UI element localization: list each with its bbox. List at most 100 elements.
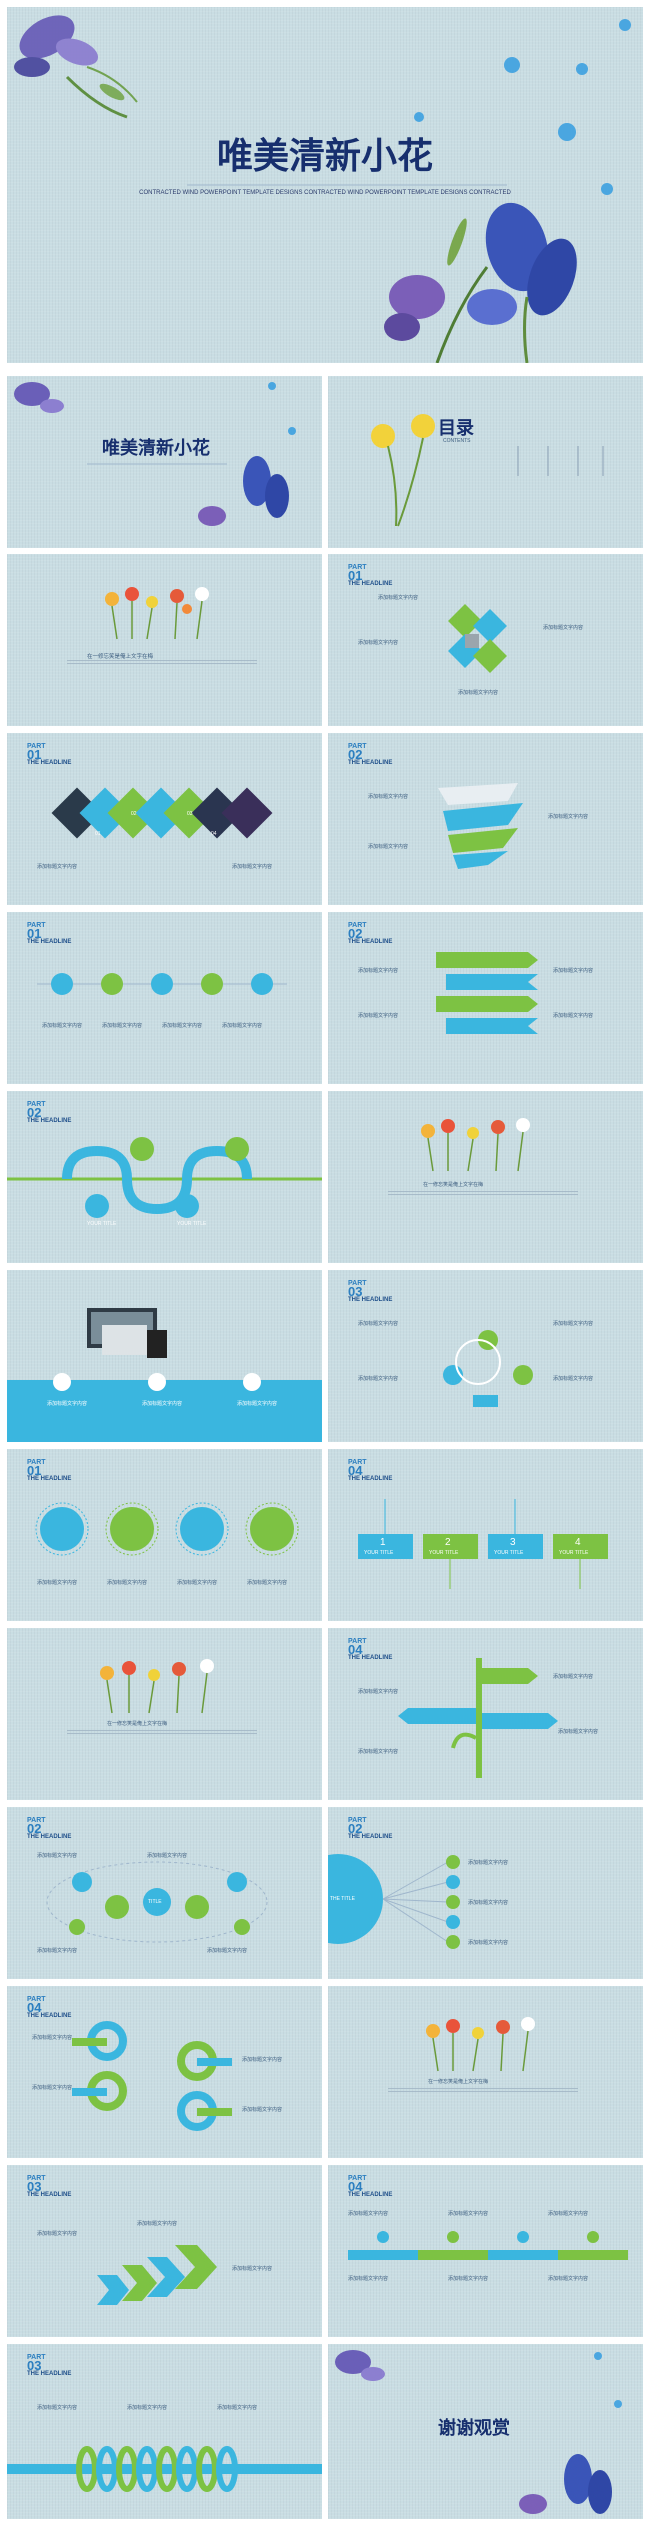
node-label: YOUR TITLE [177,1221,207,1227]
text-block: 添加标题文字内容 [37,1580,78,1586]
step-label: YOUR TITLE [494,1550,524,1556]
thumb-toc[interactable]: 目录 CONTENTS [328,376,643,548]
text-block: 添加标题文字内容 [553,1376,594,1382]
text-block: 添加标题文字内容 [358,1013,399,1019]
text-block: 添加标题文字内容 [358,1749,399,1755]
text-block: 添加标题文字内容 [368,844,409,850]
flower-decoration [14,15,631,363]
cycle-diagram [448,604,507,673]
text-block: 添加标题文字内容 [358,1321,399,1327]
text-block: 添加标题文字内容 [543,625,584,631]
text-block: 添加标题文字内容 [207,1948,248,1954]
ribbon-diagram [438,783,523,869]
text-block: 添加标题文字内容 [468,1940,509,1946]
rings-diagram [72,2021,232,2131]
text-block: 添加标题文字内容 [553,1013,594,1019]
node-label: YOUR TITLE [87,1221,117,1227]
fan-diagram [328,1854,460,1949]
text-block: 添加标题文字内容 [37,864,78,870]
text-block: 添加标题文字内容 [358,1376,399,1382]
text-block: 添加标题文字内容 [358,640,399,646]
text-block: 添加标题文字内容 [107,1580,148,1586]
text-block: 添加标题文字内容 [177,1580,218,1586]
text-block: 添加标题文字内容 [448,2211,489,2217]
text-block: 添加标题文字内容 [468,1900,509,1906]
flower-decoration [335,2350,622,2514]
chevron-arrows [97,2245,217,2305]
thumb-devices[interactable]: 添加标题文字内容 添加标题文字内容 添加标题文字内容 [7,1270,322,1442]
hub-label: THE TITLE [330,1896,355,1902]
text-block: 添加标题文字内容 [37,2405,78,2411]
spiral-diagram [7,2446,322,2492]
text-block: 添加标题文字内容 [348,2211,389,2217]
text-block: 添加标题文字内容 [37,2231,78,2237]
text-block: 添加标题文字内容 [37,1853,78,1859]
thumb-flowers-2[interactable]: 在一修忘笑是俺上文字在梅 [328,1091,643,1263]
thumb-flowers-3[interactable]: 在一修忘笑是俺上文字在梅 [7,1628,322,1800]
cover-title: 唯美清新小花 [102,438,210,459]
caption: 在一修忘笑是俺上文字在梅 [107,1721,168,1727]
text-block: 添加标题文字内容 [553,968,594,974]
thumb-flowers-1[interactable]: 在一修忘笑是俺上文字在梅 [7,554,322,726]
step-number: 1 [380,1537,386,1548]
hero-slide: 唯美清新小花 CONTRACTED WIND POWERPOINT TEMPLA… [7,7,643,363]
text-block: 添加标题文字内容 [558,1729,599,1735]
arrow-stack [436,952,538,1034]
flowers-row [100,1659,214,1714]
thumb-cover[interactable]: 唯美清新小花 [7,376,322,548]
text-block: 添加标题文字内容 [242,2107,283,2113]
text-block: 添加标题文字内容 [358,968,399,974]
text-block: 添加标题文字内容 [217,2405,258,2411]
toc-title: 目录 [438,418,474,439]
text-block: 添加标题文字内容 [548,814,589,820]
text-block: 添加标题文字内容 [448,2276,489,2282]
text-block: 添加标题文字内容 [232,864,273,870]
yellow-flower-decoration [371,414,604,527]
step-label: YOUR TITLE [364,1550,394,1556]
text-block: 添加标题文字内容 [368,794,409,800]
step-label: YOUR TITLE [429,1550,459,1556]
node-label: TITLE [148,1899,162,1905]
text-block: 添加标题文字内容 [553,1321,594,1327]
circle-icons [35,1502,299,1556]
steps-diagram [358,1499,608,1589]
thumb-thanks[interactable]: 谢谢观赏 [328,2344,643,2519]
text-block: 添加标题文字内容 [127,2405,168,2411]
diamond-grid [51,787,273,839]
hero-subtitle: CONTRACTED WIND POWERPOINT TEMPLATE DESI… [139,190,511,196]
text-block: 添加标题文字内容 [162,1023,203,1029]
split-diagram [443,1330,533,1407]
diamond-number: 02 [131,811,137,817]
text-block: 添加标题文字内容 [247,1580,288,1586]
step-number: 4 [575,1537,581,1548]
icon-timeline [37,973,287,995]
text-block: 添加标题文字内容 [47,1401,88,1407]
thumb-flowers-4[interactable]: 在一修忘笑是俺上文字在梅 [328,1986,643,2158]
step-number: 3 [510,1537,516,1548]
text-block: 添加标题文字内容 [142,1401,183,1407]
page-title: 唯美清新小花 [216,136,433,177]
